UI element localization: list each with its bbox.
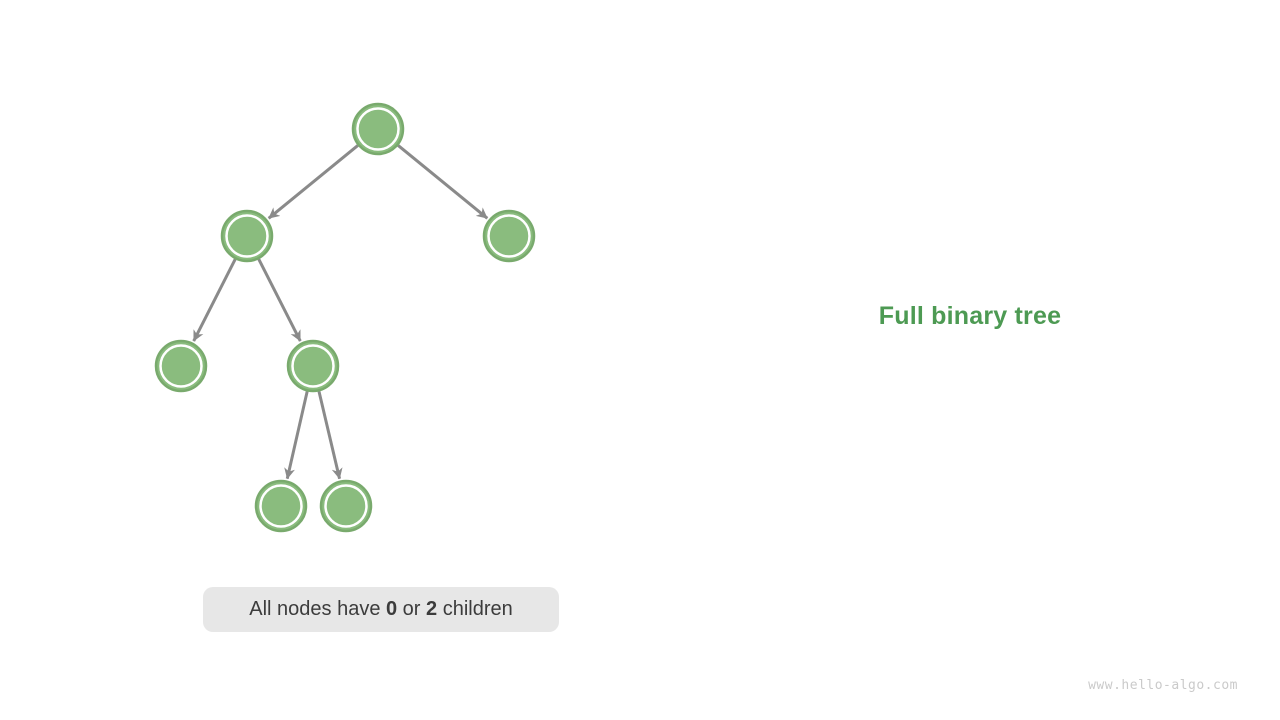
tree-node-left-right xyxy=(286,339,340,393)
tree-node-left xyxy=(220,209,274,263)
tree-node-ll-child xyxy=(254,479,308,533)
caption-box: All nodes have 0 or 2 children xyxy=(203,587,559,632)
tree-node-left-left xyxy=(154,339,208,393)
tree-edge-left-to-left-left xyxy=(192,258,237,342)
caption-bold-zero: 0 xyxy=(386,598,398,620)
tree-node-root xyxy=(351,102,405,156)
tree-edge-left-to-left-right xyxy=(257,258,302,342)
caption-text: All nodes have xyxy=(249,598,386,620)
caption-text: or xyxy=(397,598,427,620)
tree-edge-left-right-to-lr-child xyxy=(317,390,343,480)
tree-edge-root-to-left xyxy=(267,144,359,220)
diagram-title: Full binary tree xyxy=(878,302,1062,330)
tree-edge-root-to-right xyxy=(397,144,489,220)
watermark: www.hello-algo.com xyxy=(1088,678,1238,693)
tree-node-right xyxy=(482,209,536,263)
caption-bold-two: 2 xyxy=(426,598,438,620)
tree-node-lr-child xyxy=(319,479,373,533)
caption-text: children xyxy=(437,598,513,620)
tree-edge-left-right-to-ll-child xyxy=(284,391,309,480)
